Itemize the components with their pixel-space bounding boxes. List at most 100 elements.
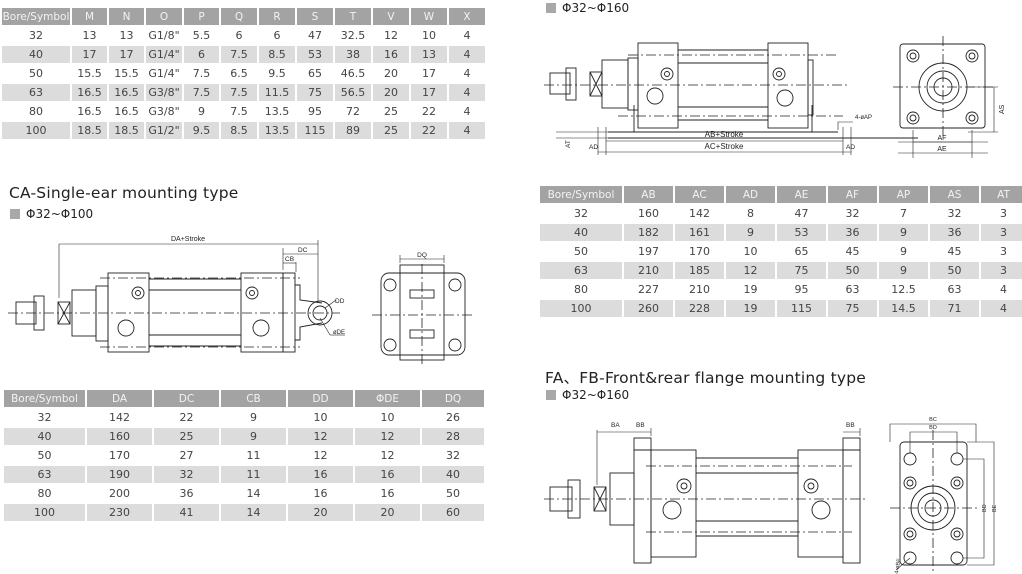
- value-cell: 20: [384, 67, 398, 80]
- column-header: ΦDE: [355, 390, 420, 407]
- value-cell: G3/8": [148, 105, 180, 118]
- value-cell: 16: [313, 487, 328, 500]
- value-cell: 13: [411, 46, 447, 63]
- value-cell: 200: [109, 487, 130, 500]
- value-cell: 15.5: [114, 67, 139, 80]
- ba-label: BA: [611, 422, 620, 429]
- column-header: AC: [675, 186, 724, 203]
- value-cell: 25: [373, 122, 409, 139]
- column-header: N: [109, 8, 144, 25]
- fa-end-view: BC BD BD BE 4-øBF: [889, 417, 998, 574]
- value-cell: 26: [446, 411, 460, 424]
- value-cell: 13: [119, 29, 134, 42]
- value-cell: 25: [384, 105, 398, 118]
- value-cell: 19: [726, 300, 775, 317]
- column-header: DQ: [422, 390, 484, 407]
- foot-end-view: AF AE AS: [893, 36, 1006, 158]
- ca-section-title: CA-Single-ear mounting type: [9, 184, 239, 202]
- value-cell: 75: [297, 84, 333, 101]
- value-cell: 3: [981, 262, 1022, 279]
- column-header: R: [259, 8, 295, 25]
- column-header: DC: [154, 390, 219, 407]
- column-header: X: [449, 8, 485, 25]
- value-cell: 10: [380, 411, 395, 424]
- column-header: AD: [726, 186, 775, 203]
- range-bullet-icon: [546, 390, 556, 400]
- value-cell: 16.5: [77, 105, 102, 118]
- value-cell: 115: [297, 122, 333, 139]
- value-cell: 12: [288, 428, 353, 445]
- value-cell: 12: [726, 262, 775, 279]
- ca-end-view: DQ: [372, 252, 472, 365]
- value-cell: 3: [1000, 245, 1007, 258]
- value-cell: 47: [308, 29, 322, 42]
- value-cell: 4: [463, 105, 471, 118]
- front-flange: [633, 437, 652, 564]
- value-cell: 71: [930, 300, 979, 317]
- bore-cell: 80: [574, 283, 588, 296]
- value-cell: 32.5: [340, 29, 366, 42]
- value-cell: 50: [446, 487, 460, 500]
- value-cell: 4: [449, 84, 485, 101]
- value-cell: 13.5: [259, 122, 295, 139]
- column-header: T: [335, 8, 371, 25]
- value-cell: 9.5: [268, 67, 286, 80]
- value-cell: 15.5: [77, 67, 102, 80]
- value-cell: 11: [221, 466, 286, 483]
- value-cell: 228: [675, 300, 724, 317]
- value-cell: 17: [109, 46, 144, 63]
- value-cell: 65: [794, 245, 809, 258]
- bore-cell: 63: [2, 84, 70, 101]
- bore-cell: 32: [574, 207, 588, 220]
- column-header: AS: [930, 186, 979, 203]
- bore-cell: 63: [4, 466, 85, 483]
- range-bullet-icon: [546, 3, 556, 13]
- value-cell: 9: [250, 411, 257, 424]
- value-cell: 12.5: [891, 283, 916, 296]
- bd-label: BD: [929, 425, 937, 431]
- value-cell: 4: [449, 46, 485, 63]
- column-header: W: [411, 8, 447, 25]
- value-cell: 12: [313, 449, 328, 462]
- value-cell: 10: [422, 29, 436, 42]
- value-cell: 9: [879, 262, 928, 279]
- value-cell: 32: [947, 207, 962, 220]
- column-header: M: [72, 8, 107, 25]
- column-header: Bore/Symbol: [2, 8, 70, 25]
- value-cell: 63: [947, 283, 962, 296]
- value-cell: 25: [154, 428, 219, 445]
- value-cell: 14: [221, 504, 286, 521]
- value-cell: 16.5: [109, 84, 144, 101]
- value-cell: 16: [288, 466, 353, 483]
- value-cell: 45: [947, 245, 962, 258]
- value-cell: 36: [828, 224, 877, 241]
- front-boss: [601, 59, 629, 109]
- value-cell: 6: [273, 29, 281, 42]
- value-cell: 18.5: [72, 122, 107, 139]
- value-cell: 6.5: [230, 67, 248, 80]
- rear-cover: [240, 272, 284, 353]
- value-cell: 22: [422, 105, 436, 118]
- range-bullet-icon: [10, 209, 20, 219]
- value-cell: 12: [380, 449, 395, 462]
- value-cell: 12: [355, 428, 420, 445]
- value-cell: 7.5: [221, 46, 257, 63]
- bc-label: BC: [929, 417, 937, 423]
- column-header: O: [146, 8, 182, 25]
- value-cell: 14.5: [879, 300, 928, 317]
- bore-cell: 80: [29, 105, 43, 118]
- value-cell: 190: [87, 466, 152, 483]
- rod-nut: [565, 67, 577, 101]
- column-header: Bore/Symbol: [540, 186, 622, 203]
- value-cell: 41: [154, 504, 219, 521]
- value-cell: 16: [373, 46, 409, 63]
- value-cell: 32: [446, 449, 460, 462]
